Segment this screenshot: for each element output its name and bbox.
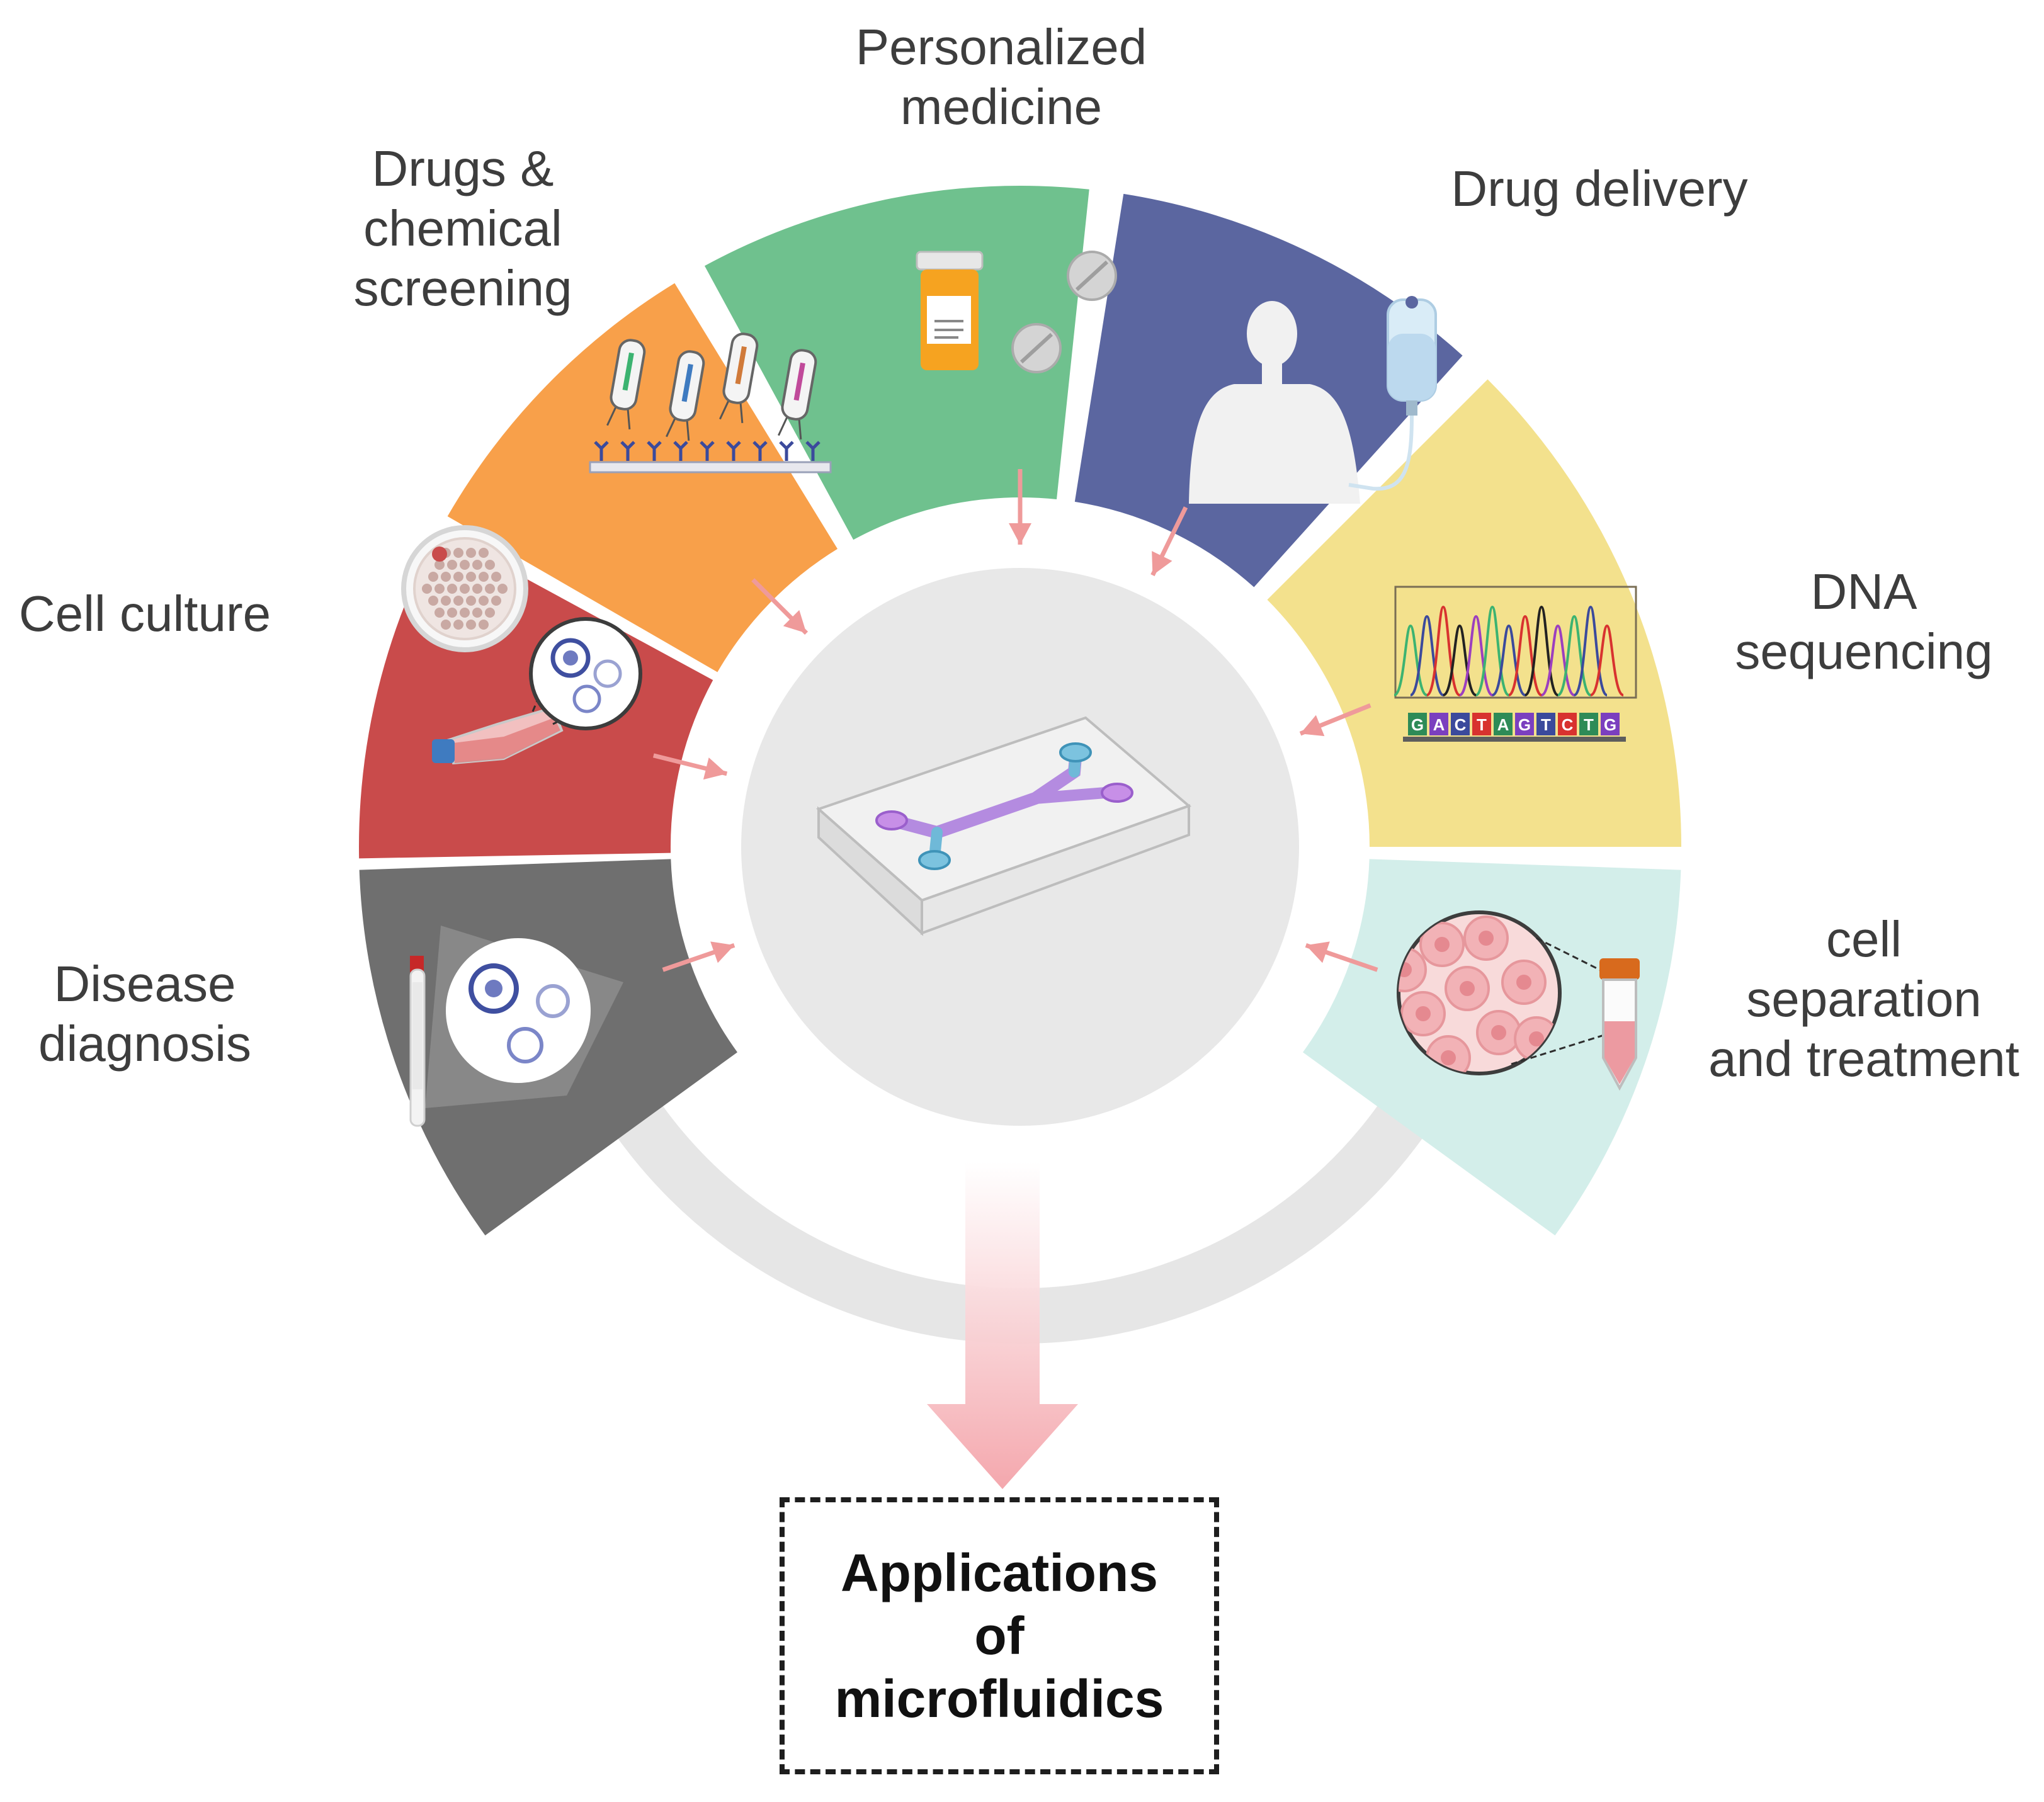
virus-icon (468, 963, 570, 1063)
aptamer-sensor-icon (589, 332, 832, 473)
sequence-letter-box (1451, 713, 1470, 735)
sequence-letter-box (1494, 713, 1513, 735)
pill-bottle-icon (916, 251, 984, 370)
segment-drugs-screening (447, 283, 838, 672)
label-cell-separation: cell separation and treatment (1708, 911, 2019, 1087)
sequence-letter-box (1536, 713, 1555, 735)
sequence-letter: A (1433, 715, 1445, 734)
segment-dna-sequencing (1267, 379, 1681, 847)
sequence-letter-box (1579, 713, 1598, 735)
sequence-letter-box (1558, 713, 1577, 735)
sequence-letter: G (1518, 715, 1531, 734)
applications-title: Applications of microfluidics (834, 1543, 1164, 1728)
arrow-dna-sequencing (1299, 703, 1371, 737)
arrows-layer (652, 469, 1378, 972)
iv-bag-icon (1348, 296, 1437, 491)
label-drug-delivery: Drug delivery (1451, 161, 1748, 217)
sequence-letter: C (1562, 715, 1574, 734)
sequence-letter: A (1497, 715, 1509, 734)
centrifuge-tube-icon (1599, 958, 1640, 1091)
arrow-personalized-medicine (1009, 469, 1031, 545)
sequence-letter: G (1411, 715, 1424, 734)
virus-icon (550, 638, 622, 713)
sequence-letter-box (1601, 713, 1620, 735)
sequence-letter-box (1429, 713, 1448, 735)
label-disease-diagnosis: Disease diagnosis (38, 956, 251, 1072)
microfluidic-chip-icon (816, 716, 1191, 936)
label-dna-sequencing: DNA sequencing (1735, 564, 1993, 679)
applications-box: Applications of microfluidics (780, 1497, 1219, 1774)
arrow-cell-culture (652, 753, 728, 780)
arrow-drugs-screening (751, 578, 809, 635)
tablet-icon (1011, 251, 1117, 373)
label-personalized-medicine: Personalized medicine (855, 19, 1147, 135)
sequence-letter: T (1541, 715, 1551, 734)
virus-magnifier-diagnosis (446, 938, 591, 1083)
cell-culture-flask-icon (432, 706, 564, 765)
sequence-letter: G (1604, 715, 1616, 734)
segment-personalized-medicine (704, 186, 1089, 540)
sequence-letter: T (1477, 715, 1487, 734)
big-down-arrow (927, 1162, 1078, 1489)
sequence-letter-box (1472, 713, 1491, 735)
sequence-letter-box (1408, 713, 1427, 735)
virus-magnifier (529, 617, 642, 730)
sequence-letter: C (1455, 715, 1467, 734)
arrow-drug-delivery (1150, 506, 1188, 577)
label-drugs-screening: Drugs & chemical screening (353, 140, 572, 316)
arrow-disease-diagnosis (662, 941, 735, 972)
sequence-letter: T (1584, 715, 1594, 734)
label-cell-culture: Cell culture (18, 586, 271, 642)
patient-icon (1189, 301, 1360, 504)
arrow-cell-separation (1305, 941, 1378, 972)
petri-dish-icon (401, 525, 528, 652)
sequence-letter-box (1515, 713, 1534, 735)
